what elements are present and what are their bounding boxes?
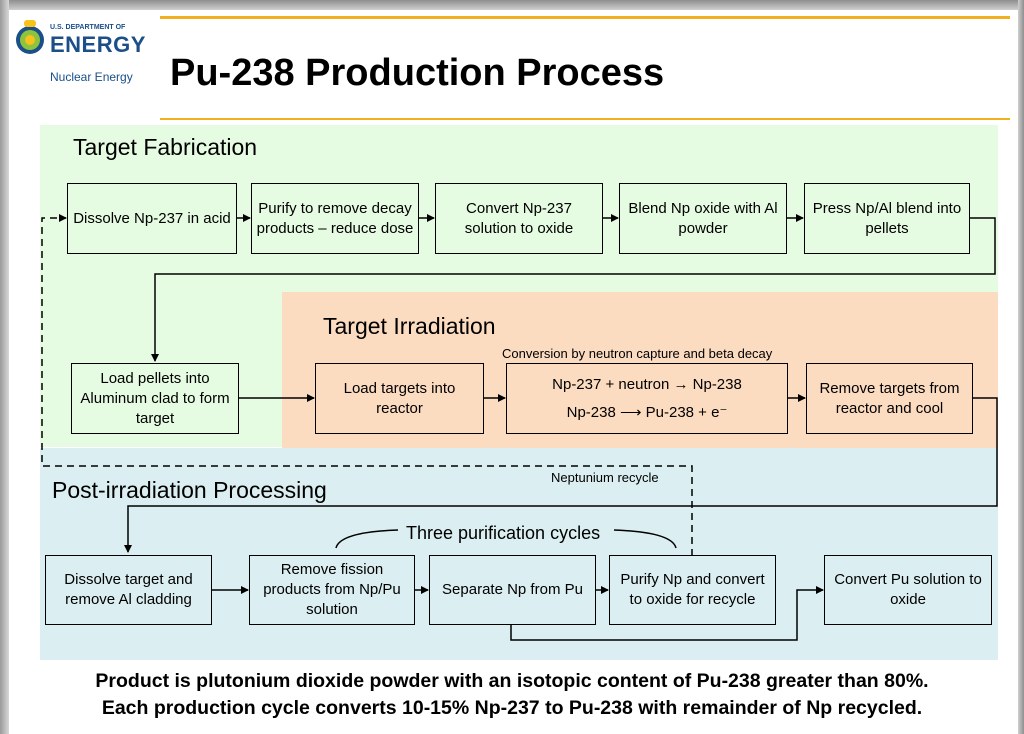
step-load-targets: Load targets into reactor — [315, 363, 484, 434]
step-convert-pu: Convert Pu solution to oxide — [824, 555, 992, 625]
page-title: Pu-238 Production Process — [170, 52, 665, 94]
irradiation-band — [282, 292, 998, 448]
step-remove-targets: Remove targets from reactor and cool — [806, 363, 973, 434]
top-border — [0, 0, 1024, 10]
arrow-remove-dissolve — [124, 397, 998, 553]
fabrication-label: Target Fabrication — [73, 134, 258, 160]
step-separate-np: Separate Np from Pu — [429, 555, 596, 625]
irradiation-note: Conversion by neutron capture and beta d… — [502, 346, 773, 361]
logo-department-text: U.S. DEPARTMENT OF — [50, 24, 126, 31]
title-rule-top — [160, 16, 1010, 19]
summary-line-2: Each production cycle converts 10-15% Np… — [101, 697, 923, 719]
step-dissolve-target: Dissolve target and remove Al cladding — [45, 555, 212, 625]
step-purify-decay: Purify to remove decay products – reduce… — [251, 183, 419, 254]
step-convert-oxide: Convert Np-237 solution to oxide — [435, 183, 603, 254]
logo-energy-text: ENERGY — [50, 32, 146, 57]
step-load-pellets: Load pellets into Aluminum clad to form … — [71, 363, 239, 434]
title-rule-bottom — [160, 118, 1010, 120]
recycle-label: Neptunium recycle — [550, 470, 660, 485]
reaction-box: Np-237 + neutron → Np-238 Np-238 ⟶ Pu-23… — [506, 363, 788, 434]
cycles-brace-left — [335, 529, 399, 549]
reaction-line-1: Np-237 + neutron → Np-238 — [552, 375, 742, 393]
cycles-brace-right — [613, 529, 677, 549]
step-blend-al: Blend Np oxide with Al powder — [619, 183, 787, 254]
post-irradiation-label: Post-irradiation Processing — [52, 477, 327, 503]
right-border — [1018, 0, 1024, 734]
reaction-line-2: Np-238 ⟶ Pu-238 + e⁻ — [566, 403, 728, 421]
irradiation-label: Target Irradiation — [323, 313, 496, 339]
left-border — [0, 0, 9, 734]
step-remove-fission: Remove fission products from Np/Pu solut… — [249, 555, 415, 625]
summary-text: Product is plutonium dioxide powder with… — [0, 668, 1024, 722]
arrow-post-3-5 — [510, 586, 824, 641]
summary-line-1: Product is plutonium dioxide powder with… — [95, 670, 929, 692]
step-purify-np: Purify Np and convert to oxide for recyc… — [609, 555, 776, 625]
recycle-connector — [41, 214, 693, 556]
step-dissolve-np: Dissolve Np-237 in acid — [67, 183, 237, 254]
step-press-pellets: Press Np/Al blend into pellets — [804, 183, 970, 254]
doe-logo: U.S. DEPARTMENT OF ENERGY Nuclear Energy — [14, 18, 154, 88]
arrow-fab-5-6 — [151, 217, 996, 362]
logo-nuclear-energy-text: Nuclear Energy — [50, 70, 133, 84]
cycles-label: Three purification cycles — [406, 523, 601, 543]
doe-seal-icon — [16, 20, 44, 54]
